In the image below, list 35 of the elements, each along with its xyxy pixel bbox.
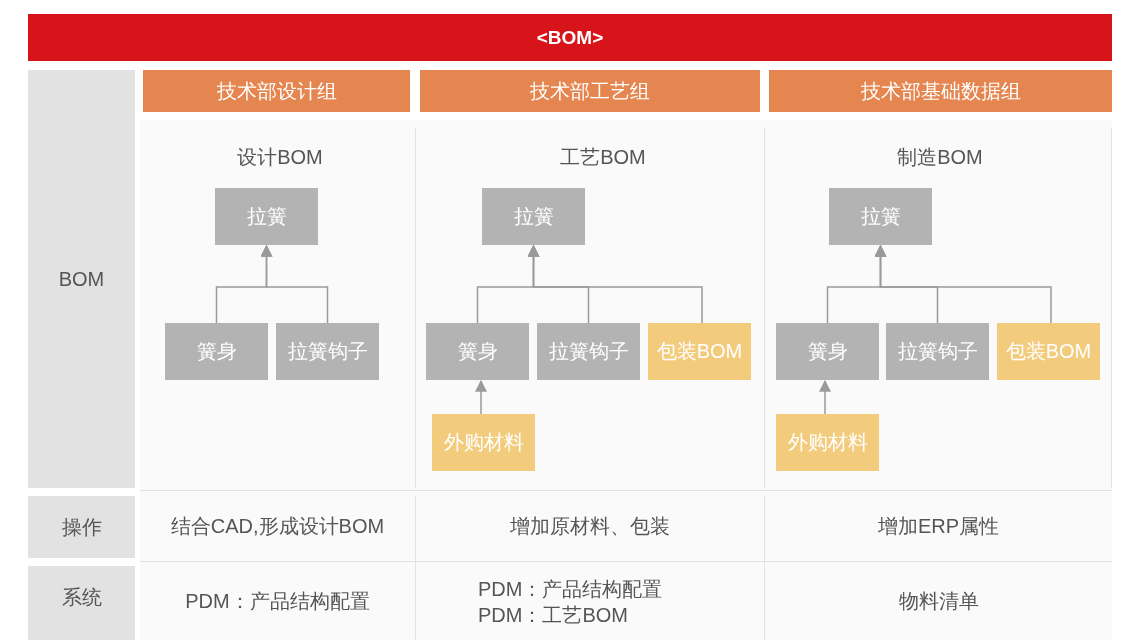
arrow — [527, 244, 703, 324]
component-box: 包装BOM — [997, 323, 1100, 380]
row-header: BOM — [28, 70, 135, 488]
column-header: 技术部设计组 — [143, 70, 410, 112]
part-box: 簧身 — [426, 323, 529, 380]
part-box: 拉簧 — [829, 188, 932, 245]
cell-text: PDM：产品结构配置 — [184, 588, 371, 614]
part-box: 拉簧钩子 — [886, 323, 989, 380]
part-box: 拉簧 — [215, 188, 318, 245]
tree-heading: 工艺BOM — [559, 144, 647, 170]
component-box: 外购材料 — [432, 414, 535, 471]
row-header: 系统 — [28, 566, 135, 640]
part-box: 簧身 — [776, 323, 879, 380]
cell-text: 增加ERP属性 — [876, 513, 1001, 539]
arrow — [260, 244, 329, 324]
cell-text: PDM：产品结构配置 — [477, 576, 664, 602]
arrow — [819, 379, 831, 415]
cell-text: PDM：工艺BOM — [477, 602, 629, 628]
arrow — [475, 379, 487, 415]
component-box: 外购材料 — [776, 414, 879, 471]
title-bar: <BOM> — [28, 14, 1112, 61]
tree-heading: 制造BOM — [896, 144, 984, 170]
part-box: 拉簧 — [482, 188, 585, 245]
cell-text: 结合CAD,形成设计BOM — [169, 513, 386, 539]
tree-heading: 设计BOM — [236, 144, 324, 170]
component-box: 包装BOM — [648, 323, 751, 380]
arrow — [874, 244, 1052, 324]
part-box: 簧身 — [165, 323, 268, 380]
row-header: 操作 — [28, 496, 135, 558]
column-header: 技术部基础数据组 — [769, 70, 1112, 112]
part-box: 拉簧钩子 — [537, 323, 640, 380]
cell-text: 增加原材料、包装 — [509, 513, 671, 539]
part-box: 拉簧钩子 — [276, 323, 379, 380]
cell-text: 物料清单 — [897, 588, 980, 614]
column-header: 技术部工艺组 — [420, 70, 760, 112]
